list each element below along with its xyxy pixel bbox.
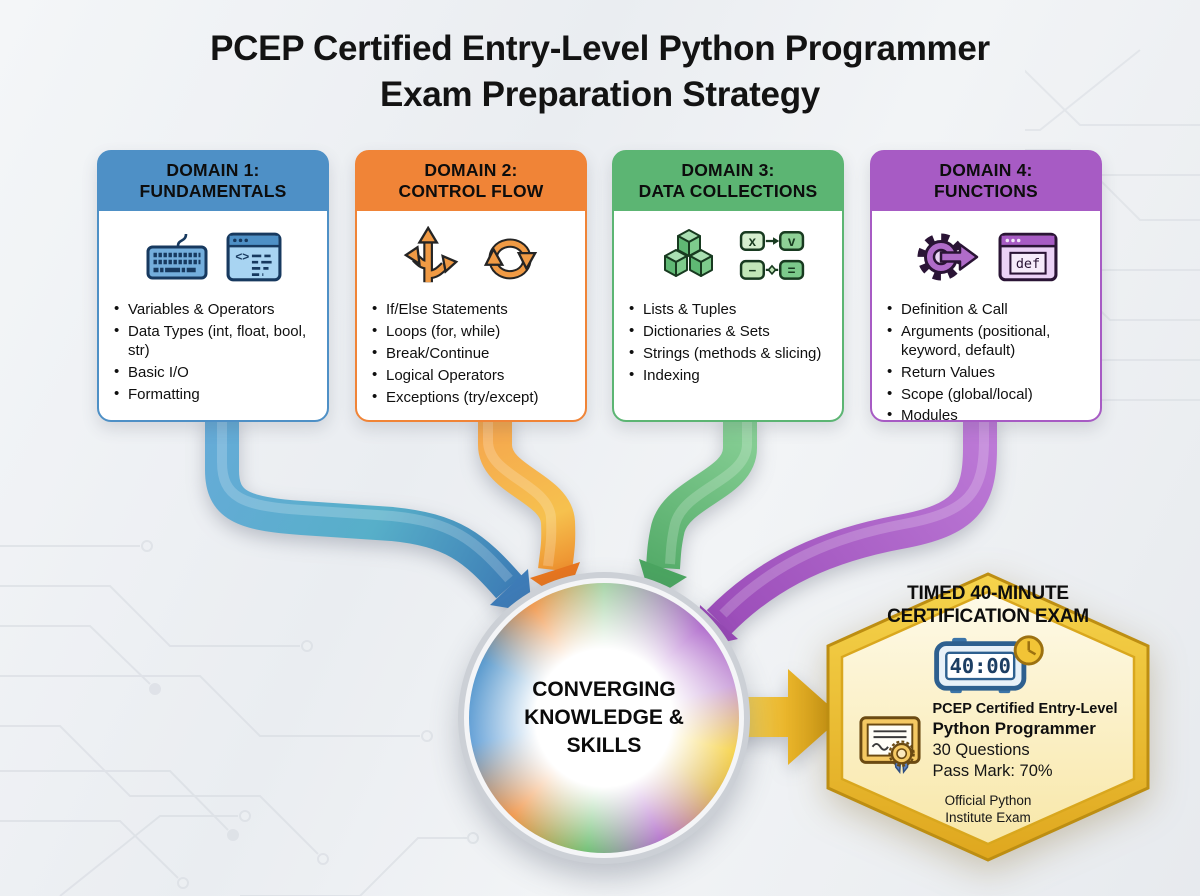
domain2-icons bbox=[357, 219, 585, 295]
list-item: Lists & Tuples bbox=[628, 300, 834, 320]
page-title-line2: Exam Preparation Strategy bbox=[380, 75, 820, 115]
value1-glyph: v bbox=[788, 234, 796, 249]
domain3-card: DOMAIN 3: DATA COLLECTIONS bbox=[612, 150, 844, 422]
convergence-circle-core: CONVERGING KNOWLEDGE & SKILLS bbox=[469, 583, 739, 853]
domain4-header: DOMAIN 4: FUNCTIONS bbox=[871, 151, 1101, 211]
list-item: If/Else Statements bbox=[371, 300, 577, 320]
key2-glyph: − bbox=[748, 263, 756, 278]
list-item: Return Values bbox=[886, 363, 1092, 383]
domain3-arrow bbox=[639, 410, 757, 600]
domain4-header-line1: DOMAIN 4: bbox=[939, 159, 1033, 180]
list-item: Logical Operators bbox=[371, 366, 577, 386]
stacked-boxes-icon bbox=[664, 229, 713, 277]
convergence-label-line3: SKILLS bbox=[566, 733, 642, 757]
domain3-header: DOMAIN 3: DATA COLLECTIONS bbox=[613, 151, 843, 211]
domain4-icons: def bbox=[872, 219, 1100, 295]
domain4-bullets: Definition & Call Arguments (positional,… bbox=[886, 300, 1092, 426]
list-item: Variables & Operators bbox=[113, 300, 319, 320]
certificate-icon bbox=[859, 716, 921, 774]
exam-badge-footer-line1: Official Python bbox=[944, 793, 1032, 809]
value2-glyph: = bbox=[788, 263, 796, 278]
certificate-text: PCEP Certified Entry-Level Python Progra… bbox=[932, 700, 1117, 783]
key1-glyph: x bbox=[749, 234, 757, 249]
domain2-header-line1: DOMAIN 2: bbox=[424, 159, 518, 180]
def-window-icon: def bbox=[998, 232, 1058, 282]
domain3-header-line2: DATA COLLECTIONS bbox=[638, 181, 818, 201]
list-item: Definition & Call bbox=[886, 300, 1092, 320]
timer-icon: 40:00 bbox=[934, 635, 1044, 694]
pass-mark: Pass Mark: 70% bbox=[932, 762, 1053, 781]
timer-value: 40:00 bbox=[950, 655, 1011, 679]
domain1-icons: <> bbox=[99, 219, 327, 295]
domain2-card: DOMAIN 2: CONTROL FLOW If/Else Statement… bbox=[355, 150, 587, 422]
key-value-icon: x v − = bbox=[739, 231, 805, 280]
domain1-card: DOMAIN 1: FUNDAMENTALS <> bbox=[97, 150, 329, 422]
convergence-circle: CONVERGING KNOWLEDGE & SKILLS bbox=[458, 572, 750, 864]
exam-badge-title-line1: TIMED 40-MINUTE bbox=[907, 583, 1069, 604]
list-item: Dictionaries & Sets bbox=[628, 322, 834, 342]
list-item: Arguments (positional, keyword, default) bbox=[886, 322, 1092, 361]
list-item: Indexing bbox=[628, 366, 834, 386]
certificate-row: PCEP Certified Entry-Level Python Progra… bbox=[858, 700, 1118, 783]
convergence-label-line1: CONVERGING bbox=[532, 678, 676, 702]
list-item: Exceptions (try/except) bbox=[371, 388, 577, 408]
domain2-header-line2: CONTROL FLOW bbox=[398, 181, 544, 201]
domain1-header-line1: DOMAIN 1: bbox=[166, 159, 260, 180]
page-title-line1: PCEP Certified Entry-Level Python Progra… bbox=[210, 29, 990, 68]
exam-badge-title-line2: CERTIFICATION EXAM bbox=[887, 606, 1089, 628]
to-exam-arrow bbox=[728, 669, 842, 765]
list-item: Strings (methods & slicing) bbox=[628, 344, 834, 364]
domain2-bullets: If/Else Statements Loops (for, while) Br… bbox=[371, 300, 577, 408]
domain3-bullets: Lists & Tuples Dictionaries & Sets Strin… bbox=[628, 300, 834, 386]
exam-badge-hexagon bbox=[826, 572, 1150, 862]
domain3-header-line1: DOMAIN 3: bbox=[681, 159, 775, 180]
list-item: Modules bbox=[886, 406, 1092, 426]
list-item: Formatting bbox=[113, 385, 319, 405]
convergence-circle-ring: CONVERGING KNOWLEDGE & SKILLS bbox=[464, 578, 744, 858]
exam-badge-footer: Official Python Institute Exam bbox=[945, 792, 1032, 827]
code-glyph: <> bbox=[235, 250, 249, 264]
cert-name-line1: PCEP Certified Entry-Level bbox=[932, 701, 1118, 718]
convergence-label-line2: KNOWLEDGE & bbox=[524, 706, 684, 730]
branch-arrows-icon bbox=[403, 226, 459, 283]
list-item: Break/Continue bbox=[371, 344, 577, 364]
domain1-header: DOMAIN 1: FUNDAMENTALS bbox=[98, 151, 328, 211]
exam-badge-content: TIMED 40-MINUTE CERTIFICATION EXAM 40:00 bbox=[836, 582, 1140, 858]
domain2-header: DOMAIN 2: CONTROL FLOW bbox=[356, 151, 586, 211]
questions-count: 30 Questions bbox=[932, 740, 1030, 759]
loop-arrows-icon bbox=[483, 238, 538, 280]
page-title: PCEP Certified Entry-Level Python Progra… bbox=[0, 26, 1200, 118]
gear-arrow-icon bbox=[917, 233, 979, 281]
domain1-bullets: Variables & Operators Data Types (int, f… bbox=[113, 300, 319, 405]
def-glyph: def bbox=[1016, 257, 1040, 272]
cert-name-line2: Python Programmer bbox=[932, 719, 1096, 739]
keyboard-icon bbox=[146, 233, 208, 280]
domain4-card: DOMAIN 4: FUNCTIONS def Definition & Cal… bbox=[870, 150, 1102, 425]
exam-badge-footer-line2: Institute Exam bbox=[945, 810, 1031, 826]
exam-badge-title: TIMED 40-MINUTE CERTIFICATION EXAM bbox=[887, 582, 1089, 628]
domain1-header-line2: FUNDAMENTALS bbox=[139, 181, 287, 201]
domain3-icons: x v − = bbox=[614, 219, 842, 295]
domain4-header-line2: FUNCTIONS bbox=[934, 181, 1038, 201]
list-item: Loops (for, while) bbox=[371, 322, 577, 342]
list-item: Data Types (int, float, bool, str) bbox=[113, 322, 319, 361]
list-item: Basic I/O bbox=[113, 363, 319, 383]
list-item: Scope (global/local) bbox=[886, 385, 1092, 405]
code-window-icon: <> bbox=[226, 232, 282, 282]
